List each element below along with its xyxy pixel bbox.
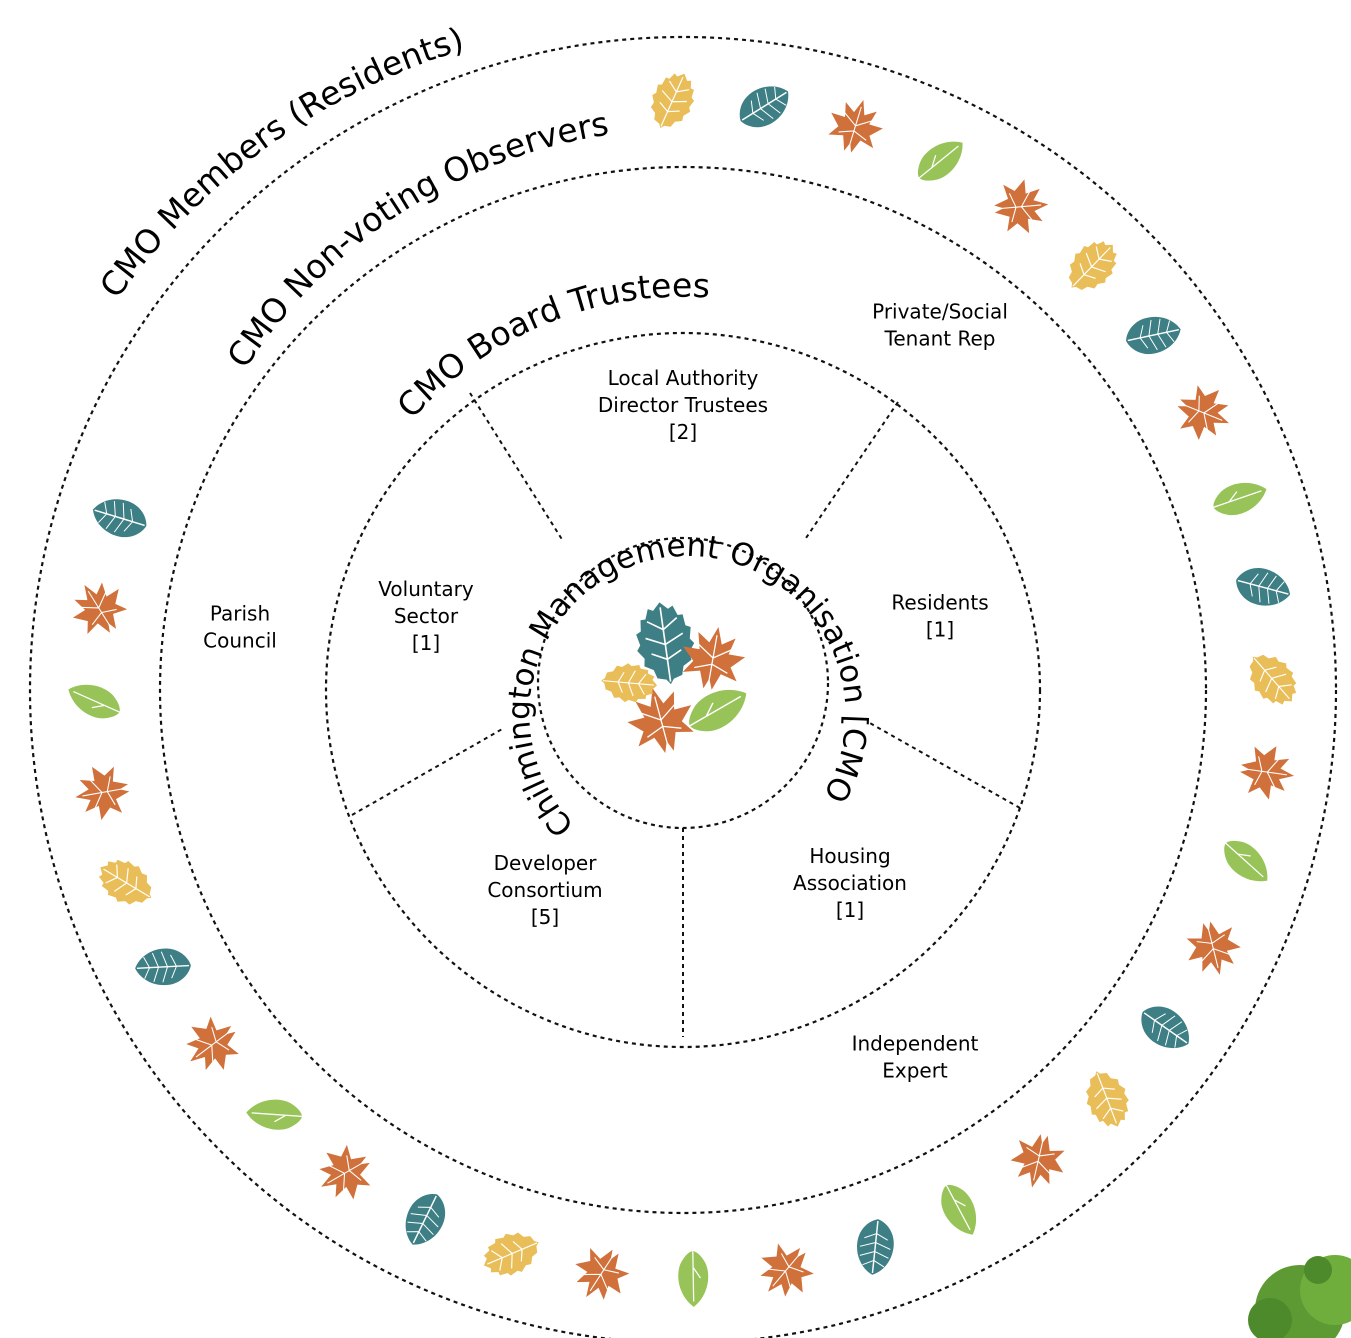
leaf-icon (89, 848, 163, 917)
divider-top-left (469, 392, 564, 542)
leaf-icon (1131, 996, 1200, 1060)
divider-left (351, 727, 505, 816)
leaf-icon (1076, 1063, 1138, 1135)
leaf-decoration-ring (60, 64, 1309, 1313)
leaf-icon (1121, 310, 1186, 360)
divider-right (867, 721, 1021, 809)
leaf-icon (853, 1216, 898, 1278)
leaf-icon (1236, 642, 1309, 716)
leaf-icon (1230, 561, 1296, 613)
leaf-icon (133, 946, 193, 988)
leaf-icon (70, 760, 134, 825)
trustee-label-line: Consortium (487, 878, 602, 902)
trustee-label-2: Residents [1] (891, 591, 988, 642)
trustee-label-line: [2] (669, 420, 697, 444)
leaf-icon (821, 91, 890, 161)
leaf-icon (1208, 474, 1272, 523)
trustee-label-line: Voluntary (378, 577, 474, 601)
trustee-label-line: [1] (412, 631, 440, 655)
centre-title: Chilmington Management Organisation [CMO… (0, 0, 874, 844)
trustee-label-line: Sector (394, 604, 459, 628)
leaf-icon (1168, 377, 1240, 449)
trustees-ring (324, 331, 1042, 1049)
observer-label-line: Private/Social (872, 300, 1008, 324)
leaf-icon (60, 570, 137, 646)
leaf-icon (1056, 229, 1129, 303)
trustee-label-line: Residents (891, 591, 988, 615)
leaf-icon (746, 1232, 825, 1310)
leaf-icon (475, 1222, 548, 1286)
leaf-icon (86, 491, 153, 545)
leaf-icon (1005, 1128, 1072, 1195)
leaf-icon (640, 64, 704, 138)
leaf-icon (677, 1250, 710, 1308)
trustee-label-line: Housing (809, 844, 890, 868)
leaf-icon (173, 1006, 251, 1084)
members-ring-title: CMO Members (Residents) (92, 19, 468, 304)
leaf-icon (395, 1185, 455, 1254)
leaf-icon (307, 1135, 383, 1211)
trustee-label-line: Director Trustees (598, 393, 768, 417)
divider-top-right (805, 401, 899, 539)
trustee-label-line: Local Authority (608, 366, 759, 390)
observer-label-line: Tenant Rep (884, 327, 996, 351)
leaf-icon (932, 1177, 987, 1243)
leaf-icon (563, 1236, 639, 1313)
members-ring (29, 36, 1337, 1338)
observers-ring (158, 165, 1208, 1215)
leaf-icon (1215, 831, 1278, 893)
trustee-label-line: [1] (836, 898, 864, 922)
trustee-label-line: Developer (494, 851, 598, 875)
trustee-label-line: [5] (531, 905, 559, 929)
observer-label-line: Council (203, 629, 277, 653)
leaf-icon (730, 75, 799, 138)
leaf-icon (244, 1096, 304, 1132)
trustee-label-line: [1] (926, 618, 954, 642)
observer-label-line: Expert (882, 1059, 948, 1083)
leaf-cluster-logo (598, 597, 756, 762)
leaf-icon (1180, 915, 1247, 982)
leaf-icon (61, 675, 127, 727)
observer-label-line: Independent (852, 1032, 979, 1056)
observer-label-line: Parish (210, 602, 270, 626)
leaf-icon (991, 176, 1052, 237)
leaf-icon (1236, 741, 1299, 804)
leaf-icon (909, 130, 973, 191)
trustee-label-line: Association (793, 871, 907, 895)
tree-foliage-icon (1248, 1255, 1351, 1338)
